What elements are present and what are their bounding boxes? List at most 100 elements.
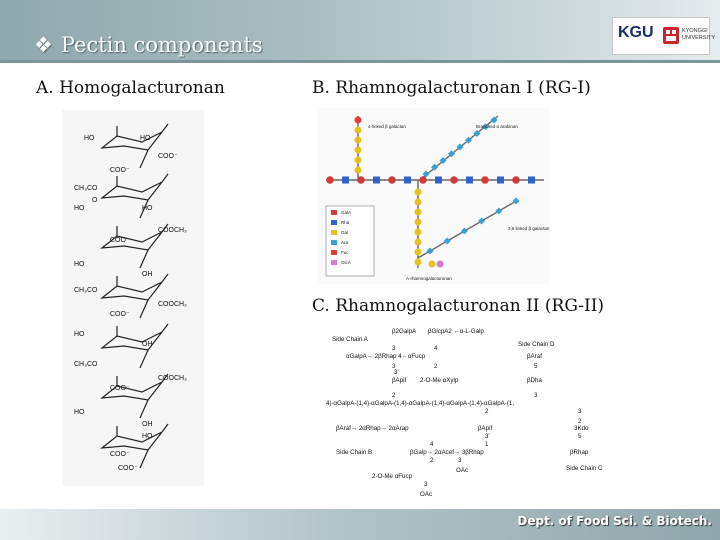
rg2-structure-text: Side Chain A: [332, 336, 369, 343]
slide-title-text: Pectin components: [60, 33, 263, 57]
hg-atom-label: OH: [142, 271, 153, 278]
rg1-gala-node: [357, 176, 365, 184]
rg2-structure-text: 1: [485, 441, 489, 448]
rg2-structure-text: 3Kdo: [574, 425, 589, 432]
section-b-label: B. Rhamnogalacturonan I (RG-I): [312, 78, 591, 98]
sugar-ring: [100, 131, 163, 151]
hg-atom-label: COO⁻: [110, 237, 130, 244]
rg2-structure-text: 2: [392, 392, 396, 399]
rg1-ara-node: [443, 237, 451, 245]
hg-atom-label: HO: [74, 409, 85, 416]
footer-band: [0, 509, 720, 540]
rg1-gala-node: [419, 176, 427, 184]
rg1-gal-node: [354, 136, 362, 144]
rg1-legend-label: Ara: [341, 240, 349, 245]
rg2-structure-text: 3': [485, 433, 490, 440]
rg1-ara-node: [422, 170, 430, 178]
glycosidic-bond: [139, 199, 149, 219]
rg2-structure-text: Side Chain B: [336, 449, 372, 456]
glycosidic-bond: [139, 399, 149, 419]
hg-atom-label: OH: [142, 341, 153, 348]
rg1-ara-node: [473, 130, 481, 137]
rg1-legend-swatch: [331, 240, 337, 245]
sugar-ring: [100, 181, 163, 201]
rg1-ara-node: [495, 207, 503, 215]
substituent-bond: [161, 273, 169, 283]
glycosidic-bond: [139, 149, 149, 169]
hg-atom-label: COO⁻: [110, 311, 130, 318]
hg-atom-label: COOCH₃: [158, 375, 187, 382]
rg2-structure-text: 2: [434, 363, 438, 370]
substituent-bond: [161, 173, 169, 183]
rg1-ara-node: [456, 143, 464, 151]
rg2-structure-text: βGlcpA2 ←α-L-Galp: [428, 328, 485, 335]
rg1-rha-node: [435, 176, 442, 184]
rg2-structure-text: 3: [392, 363, 396, 370]
rg1-legend-swatch: [331, 250, 337, 255]
rg1-gala-node: [388, 176, 396, 184]
rg1-ara-node: [478, 217, 486, 225]
rg1-legend-label: GalA: [341, 210, 351, 215]
rg1-legend-swatch: [331, 220, 337, 225]
rg1-annotation: 3,6 linked β galactan: [508, 226, 550, 231]
diamond-bullet-icon: ❖: [34, 33, 53, 57]
hg-atom-label: COO⁻: [110, 167, 130, 174]
rg1-legend-label: Gal: [341, 230, 348, 235]
rg1-annotation: 4-linked β galactan: [368, 124, 406, 129]
glycosidic-bond: [139, 299, 149, 319]
rg2-structure-text: 5: [578, 433, 582, 440]
rg1-rha-node: [466, 176, 473, 184]
rg2-structure-text: 5: [534, 363, 538, 370]
rg1-gal-node: [354, 156, 362, 164]
footer-department: Dept. of Food Sci. & Biotech.: [517, 514, 712, 528]
seal-icon: [663, 27, 679, 44]
substituent-bond: [161, 123, 169, 133]
rg1-ara-node: [448, 150, 455, 158]
hg-atom-label: HO: [74, 261, 85, 268]
rg2-structure-text: 4: [434, 345, 438, 352]
sugar-ring: [100, 331, 163, 351]
rg1-ara-node: [465, 136, 472, 144]
rg2-structure-text: 2-O-Me αXylp: [420, 377, 459, 384]
rg1-gal-node: [428, 260, 436, 268]
hg-atom-label: COO⁻: [158, 153, 178, 160]
section-c-label: C. Rhamnogalacturonan II (RG-II): [312, 296, 605, 316]
sugar-ring: [100, 281, 163, 301]
rg1-glca-node: [436, 260, 444, 268]
rg1-legend-label: Rha: [341, 220, 350, 225]
hg-atom-label: HO: [142, 433, 153, 440]
rg1-gal-node: [414, 258, 422, 266]
rg2-structure-text: βRhap: [570, 449, 589, 456]
university-logo: KGU KYONGGI UNIVERSITY: [612, 17, 715, 55]
rg1-gala-node: [481, 176, 489, 184]
substituent-bond: [161, 323, 169, 333]
rg2-structure-text: Side Chain C: [566, 465, 603, 472]
rg1-rha-node: [373, 176, 380, 184]
logo-text: KGU: [618, 24, 654, 41]
rg1-ara-node: [460, 227, 468, 235]
rg2-structure-text: 2: [430, 457, 434, 464]
rg2-structure-text: βApif: [478, 425, 493, 432]
rg2-structure-text: 4: [430, 441, 434, 448]
rg1-gal-node: [414, 208, 422, 216]
rg1-ara-node: [439, 157, 447, 164]
rg1-gal-node: [414, 218, 422, 226]
rg1-ara-node: [431, 163, 438, 171]
rg2-structure-text: βApif: [392, 377, 407, 384]
rg2-structure-text: 3: [534, 392, 538, 399]
rg1-gal-node: [414, 248, 422, 256]
rg2-structure-text: OAc: [456, 467, 468, 474]
rg2-structure-text: Side Chain D: [518, 341, 555, 348]
hg-atom-label: O: [92, 197, 98, 204]
rg1-rha-node: [528, 176, 535, 184]
rg1-legend-swatch: [331, 210, 337, 215]
rg2-structure-text: βAraf: [527, 353, 542, 360]
rg2-structure-text: 3: [458, 457, 462, 464]
hg-atom-label: OH: [142, 421, 153, 428]
hg-atom-label: HO: [84, 135, 95, 142]
rg1-legend-swatch: [331, 230, 337, 235]
hg-atom-label: CH₃CO: [74, 287, 98, 294]
